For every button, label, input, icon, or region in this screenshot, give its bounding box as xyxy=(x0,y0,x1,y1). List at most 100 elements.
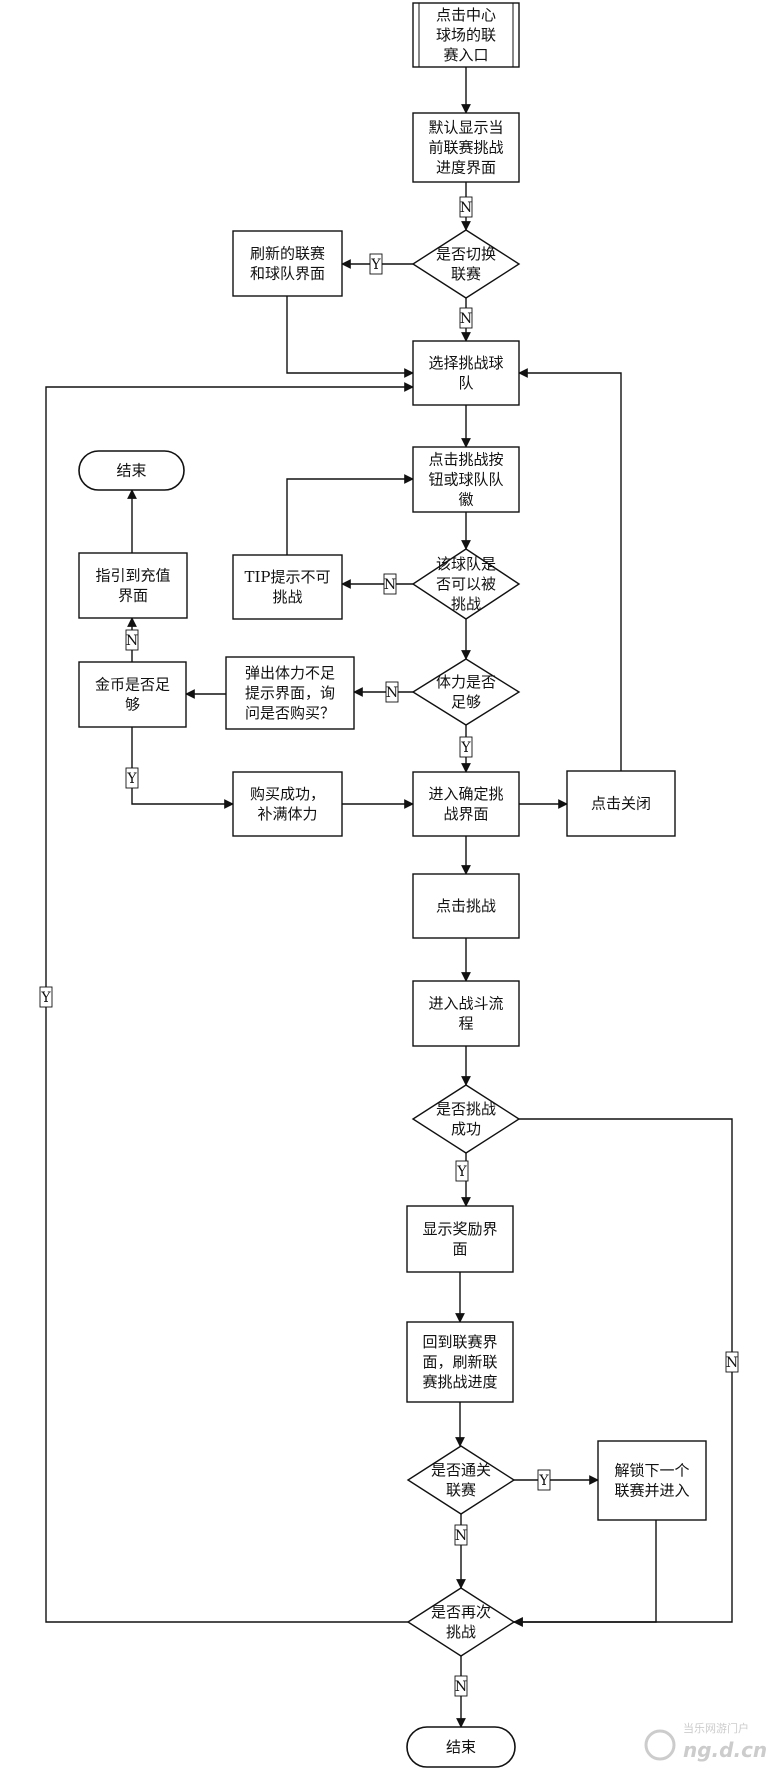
edge-label-text: Y xyxy=(460,740,471,756)
node-text-line: 前联赛挑战 xyxy=(428,139,503,157)
process-shape xyxy=(412,873,520,939)
edge-label-cleared-yes: Y xyxy=(537,1469,551,1491)
node-text-line: 弹出体力不足 xyxy=(245,664,335,682)
process-shape xyxy=(78,661,187,728)
node-text-line: 球场的联 xyxy=(436,26,496,44)
node-text-line: 选择挑战球 xyxy=(428,354,503,372)
node-text-line: 提示界面，询 xyxy=(245,684,335,702)
edge-tip-to-btn xyxy=(286,474,414,555)
node-text-line: 钮或球队队 xyxy=(428,471,503,489)
node-text-line: 赛入口 xyxy=(443,46,488,64)
edge-label-stamina-no: N xyxy=(385,681,399,703)
edge-label-stamina-yes: Y xyxy=(459,736,473,758)
node-text-line: 够 xyxy=(125,696,140,714)
process-shape xyxy=(232,771,343,837)
decision-shape xyxy=(411,1084,521,1154)
node-text-line: 和球队界面 xyxy=(250,265,325,283)
node-text-line: 队 xyxy=(458,374,473,392)
node-text-line: 挑战 xyxy=(451,595,481,613)
node-text-line: 是否再次 xyxy=(431,1603,491,1621)
node-text-line: 进入确定挑 xyxy=(428,785,503,803)
edge-label-switch-no: N xyxy=(459,307,473,329)
node-click-challenge: 点击挑战 xyxy=(412,873,520,939)
process-shape xyxy=(406,1321,514,1403)
node-text-line: 战界面 xyxy=(443,805,488,823)
node-text-line: 进入战斗流 xyxy=(428,995,503,1013)
edge-label-text: N xyxy=(455,1679,467,1695)
watermark-line2: ng.d.cn xyxy=(683,1738,767,1762)
edge-label-text: N xyxy=(386,685,398,701)
edge-label-cannot-no: N xyxy=(383,573,397,595)
node-text-line: 联赛并进入 xyxy=(614,1482,689,1500)
node-end-bottom: 结束 xyxy=(406,1726,516,1768)
node-text-line: 是否通关 xyxy=(431,1461,491,1479)
edge-label-success-no: N xyxy=(725,1351,739,1373)
node-text-line: 默认显示当 xyxy=(428,119,503,137)
node-text-line: 点击挑战 xyxy=(436,897,496,915)
process-shape xyxy=(566,770,676,837)
edge-label-text: N xyxy=(455,1528,467,1544)
edge-unlock-to-again xyxy=(513,1520,657,1627)
edge-label-text: N xyxy=(384,577,396,593)
edge-label-success-yes: Y xyxy=(455,1160,469,1182)
node-text-line: 显示奖励界 xyxy=(422,1220,497,1238)
node-text-line: 程 xyxy=(458,1015,473,1033)
node-text-line: 联赛 xyxy=(446,1481,476,1499)
edge-label-gold-no: N xyxy=(125,629,139,651)
edge-label-gold-yes: Y xyxy=(125,767,139,789)
process-shape xyxy=(597,1440,707,1521)
node-text-line: 挑战 xyxy=(446,1623,476,1641)
node-text-line: 购买成功， xyxy=(250,785,325,803)
process-shape xyxy=(225,656,355,730)
process-shape xyxy=(412,771,520,837)
flowchart-nodes: 点击中心球场的联赛入口默认显示当前联赛挑战进度界面是否切换联赛刷新的联赛和球队界… xyxy=(78,2,707,1768)
node-text-line: 补满体力 xyxy=(257,805,317,823)
decision-shape xyxy=(406,1587,516,1657)
process-shape xyxy=(412,2,520,68)
edge-refresh-to-select xyxy=(286,296,414,378)
edge-label-text: N xyxy=(126,633,138,649)
edge-label-text: Y xyxy=(40,990,51,1006)
node-text-line: 赛挑战进度 xyxy=(422,1373,497,1391)
edge-label-again-no: N xyxy=(454,1675,468,1697)
watermark: 当乐网游门户 ng.d.cn xyxy=(644,1721,767,1762)
process-shape xyxy=(406,1205,514,1273)
node-text-line: 进度界面 xyxy=(436,159,496,177)
node-text-line: 结束 xyxy=(446,1738,476,1756)
decision-shape xyxy=(411,658,521,726)
node-text-line: 解锁下一个 xyxy=(614,1462,689,1480)
edge-label-switch-yes: Y xyxy=(369,253,383,275)
node-text-line: 指引到充值 xyxy=(95,567,170,585)
edge-label-progress-to-switch: N xyxy=(459,196,473,218)
node-text-line: 面 xyxy=(452,1240,467,1258)
process-shape xyxy=(412,340,520,406)
node-text-line: 问是否购买？ xyxy=(245,704,335,722)
process-shape xyxy=(78,552,188,619)
node-text-line: 联赛 xyxy=(451,265,481,283)
edge-label-again-yes: Y xyxy=(39,986,53,1008)
edge-label-text: N xyxy=(460,200,472,216)
decision-shape xyxy=(411,548,521,620)
edge-label-cleared-no: N xyxy=(454,1524,468,1546)
node-text-line: 足够 xyxy=(451,693,481,711)
edge-label-text: N xyxy=(460,311,472,327)
node-click-close: 点击关闭 xyxy=(566,770,676,837)
watermark-line1: 当乐网游门户 xyxy=(683,1721,749,1735)
process-shape xyxy=(412,980,520,1047)
decision-shape xyxy=(411,229,521,299)
node-end-top: 结束 xyxy=(78,450,185,491)
process-shape xyxy=(412,446,520,513)
edge-success-to-again xyxy=(513,1118,733,1627)
node-text-line: 是否切换 xyxy=(436,245,496,263)
